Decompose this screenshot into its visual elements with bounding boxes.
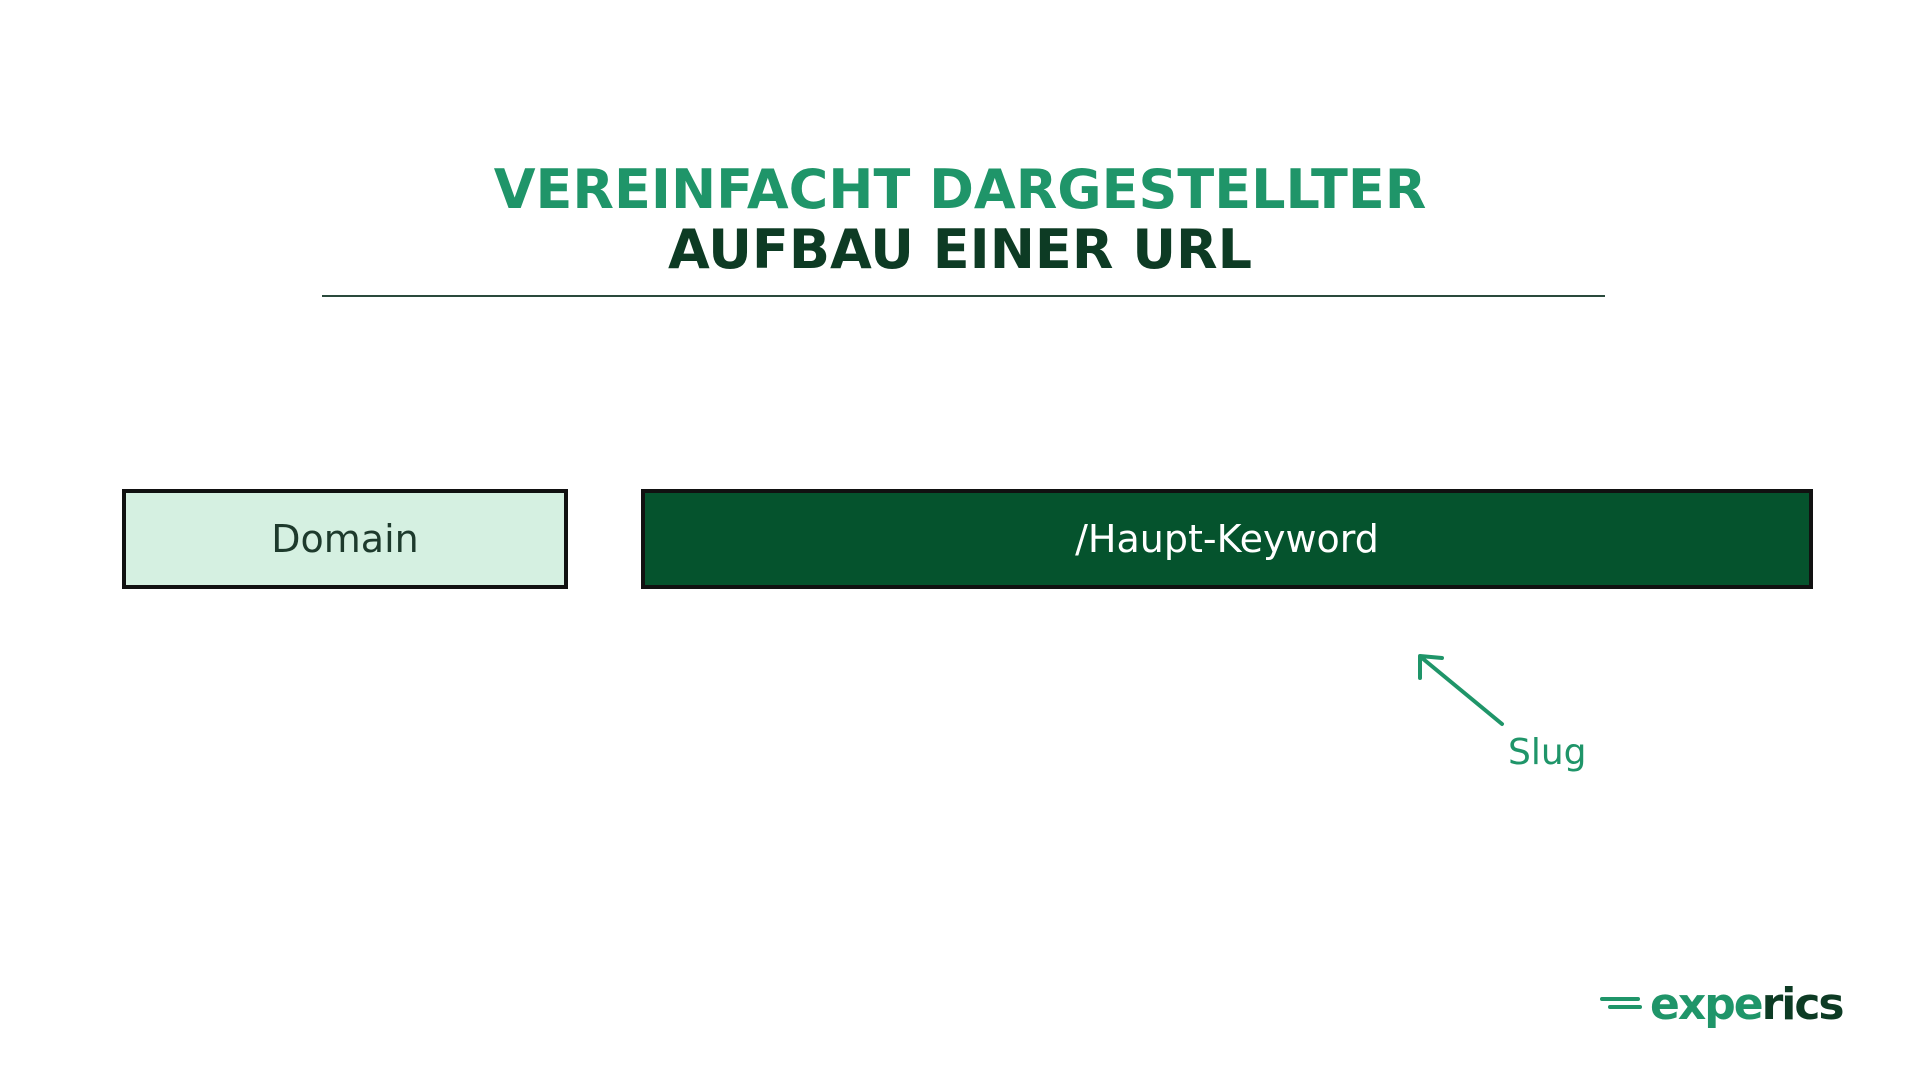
speed-lines-icon: [1600, 997, 1642, 1009]
page-title: VEREINFACHT DARGESTELLTER AUFBAU EINER U…: [0, 160, 1920, 280]
logo-text-part-1: expe: [1650, 979, 1764, 1030]
title-line-1: VEREINFACHT DARGESTELLTER: [493, 158, 1427, 221]
domain-box: Domain: [122, 489, 568, 589]
slug-label: Slug: [1508, 732, 1587, 773]
logo-wordmark: experics: [1650, 979, 1845, 1030]
logo-text-part-2: rics: [1761, 979, 1845, 1030]
domain-label: Domain: [271, 517, 419, 561]
arrow-up-left-icon: [1418, 654, 1504, 726]
title-line-2: AUFBAU EINER URL: [667, 218, 1253, 281]
keyword-box: /Haupt-Keyword: [641, 489, 1813, 589]
experics-logo: experics: [1600, 979, 1845, 1030]
title-divider: [322, 295, 1605, 297]
keyword-label: /Haupt-Keyword: [1075, 517, 1379, 561]
